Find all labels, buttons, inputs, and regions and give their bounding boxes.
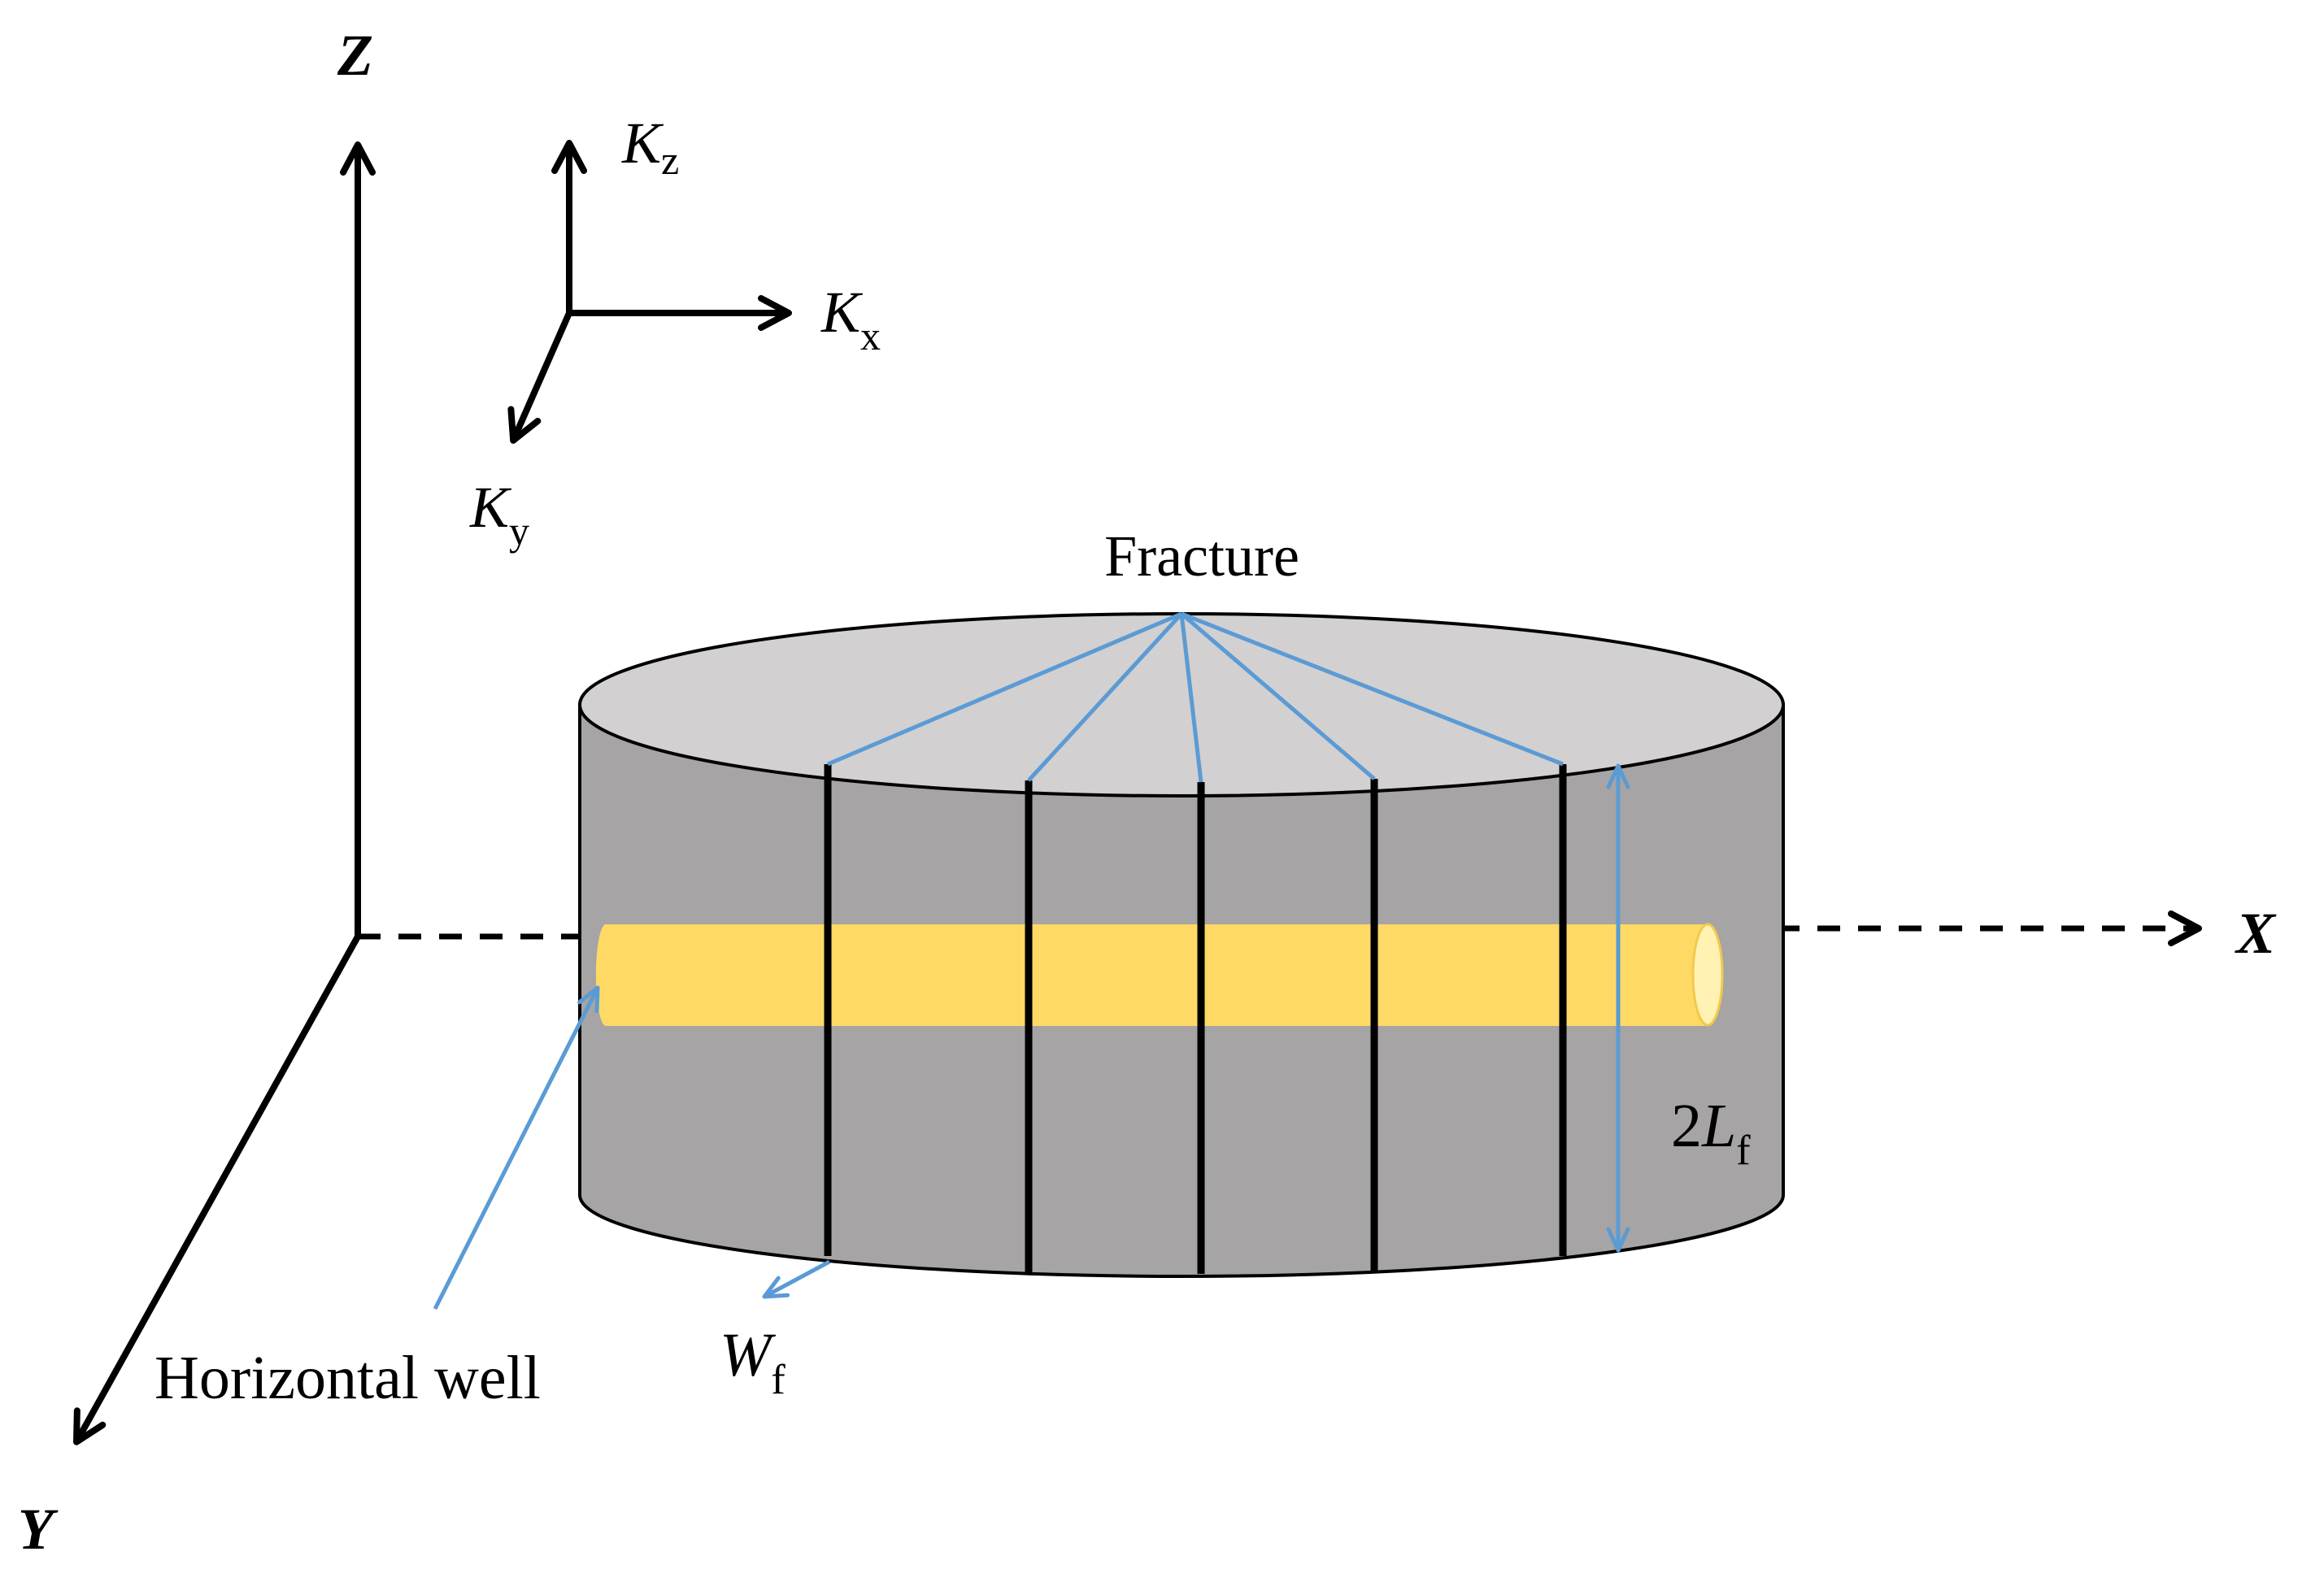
- width-subscript: f: [771, 1357, 786, 1403]
- ky-subscript: y: [509, 508, 529, 554]
- fracture-leader-lines: [827, 611, 1564, 783]
- length-prefix: 2: [1671, 1092, 1702, 1160]
- reservoir-top: [578, 612, 1785, 798]
- fracture-leader-1: [827, 611, 1182, 767]
- horizontal-wellbore: [595, 923, 1724, 1027]
- wellbore-body: [595, 924, 1708, 1027]
- wellbore-end-cap: [1691, 923, 1724, 1027]
- z-axis-label: Z: [337, 23, 373, 88]
- permeability-triad: [507, 140, 792, 444]
- y-axis-line: [73, 935, 361, 1445]
- kx-subscript: x: [860, 313, 881, 359]
- kz-subscript: z: [661, 137, 679, 183]
- fracture-width-arrow: [762, 1259, 831, 1299]
- length-subscript: f: [1736, 1128, 1751, 1174]
- fracture-width-label: Wf: [720, 1321, 786, 1403]
- width-symbol: W: [720, 1321, 777, 1389]
- kx-symbol: K: [820, 280, 864, 345]
- fracture-leader-5: [1181, 611, 1564, 767]
- fracture-label: Fracture: [1104, 524, 1299, 589]
- ky-arrow: [507, 311, 572, 444]
- kz-label: Kz: [621, 111, 679, 183]
- horizontal-well-leader: [433, 985, 600, 1310]
- horizontal-well-label: Horizontal well: [154, 1344, 541, 1412]
- ky-label: Ky: [469, 475, 529, 554]
- fracture-leader-3: [1179, 613, 1203, 783]
- y-axis-label: Y: [18, 1497, 59, 1562]
- length-symbol: L: [1701, 1092, 1736, 1160]
- ky-symbol: K: [469, 475, 512, 540]
- kz-symbol: K: [621, 111, 664, 176]
- fracture-leader-4: [1180, 612, 1376, 780]
- fracture-leader-2: [1027, 612, 1183, 782]
- kx-label: Kx: [820, 280, 881, 359]
- fractures: [824, 764, 1567, 1274]
- coordinate-axes: [73, 141, 2202, 1445]
- x-axis-label: X: [2235, 901, 2277, 966]
- fracture-length-label: 2Lf: [1671, 1092, 1751, 1174]
